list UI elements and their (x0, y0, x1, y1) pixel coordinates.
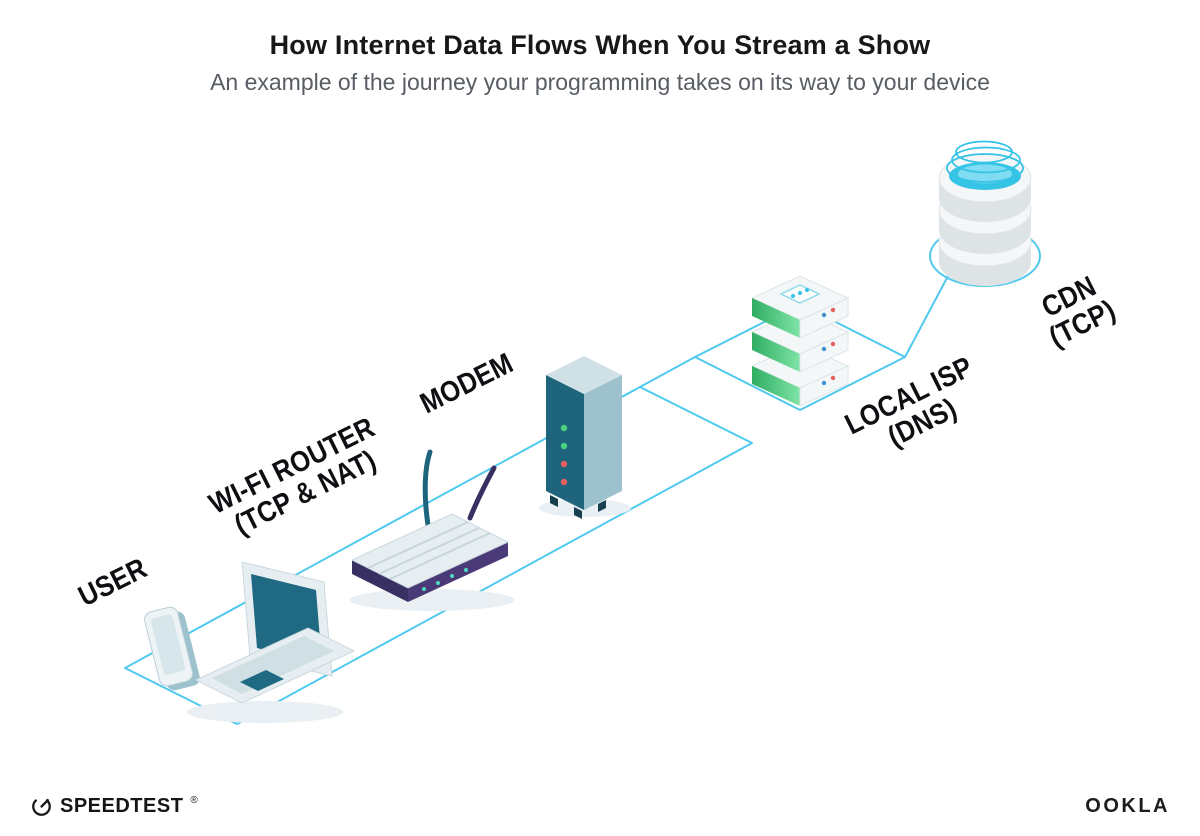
isp-server-stack-illustration (750, 275, 850, 407)
floor-path (124, 386, 753, 725)
isp-to-cdn-line (904, 275, 949, 358)
user-laptop-illustration (194, 561, 356, 704)
page-subtitle: An example of the journey your programmi… (210, 69, 990, 95)
speedtest-gauge-icon (32, 797, 51, 816)
cdn-database-illustration (938, 140, 1032, 286)
ookla-wordmark: OOKLA (1085, 795, 1170, 817)
registered-trademark-symbol: ® (190, 795, 198, 806)
modem-illustration (546, 356, 622, 519)
speedtest-wordmark: SPEEDTEST (60, 795, 184, 817)
user-phone-illustration (144, 606, 200, 691)
footer: SPEEDTEST ® OOKLA (30, 795, 1170, 818)
header: How Internet Data Flows When You Stream … (0, 0, 1200, 96)
ookla-logo: OOKLA (1085, 795, 1170, 818)
page-title: How Internet Data Flows When You Stream … (269, 30, 931, 60)
modem-to-isp-line (639, 356, 696, 388)
wifi-router-illustration (350, 449, 510, 602)
speedtest-logo: SPEEDTEST ® (30, 795, 198, 818)
